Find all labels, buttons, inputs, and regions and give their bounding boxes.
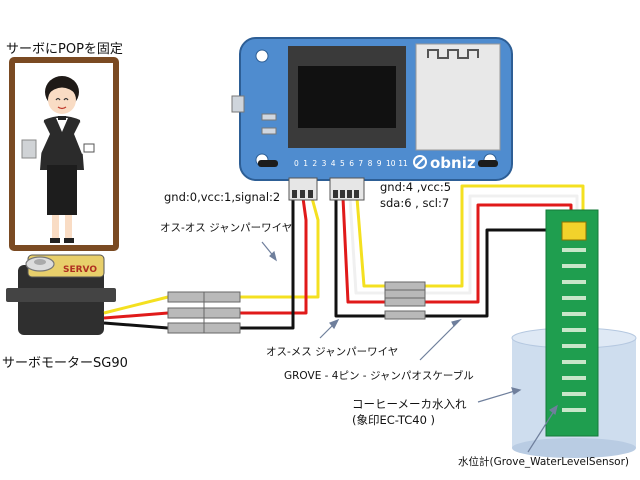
sensor-trace — [562, 360, 586, 364]
grove-cable-label: GROVE - 4ピン - ジャンパオスケーブル — [284, 370, 474, 382]
servo-wires — [103, 197, 320, 330]
sensor-trace — [562, 280, 586, 284]
obniz-pin-number: 8 — [368, 159, 373, 168]
sensor-trace — [562, 248, 586, 252]
jumper-block-male-male — [167, 291, 241, 334]
obniz-pin-number: 0 — [294, 159, 299, 168]
obniz-pin-number: 6 — [349, 159, 354, 168]
obniz-pin-number: 10 — [386, 159, 396, 168]
obniz-pin-number: 3 — [322, 159, 327, 168]
servo-pin-assignment: gnd:0,vcc:1,signal:2 — [164, 190, 281, 204]
callout-arrows — [261, 241, 558, 453]
tank-label-line1: コーヒーメーカ水入れ — [352, 397, 467, 411]
sensor-trace — [562, 312, 586, 316]
sensor-pin-assignment-1: gnd:4 ,vcc:5 — [380, 180, 452, 194]
sensor-trace — [562, 344, 586, 348]
obniz-pin-headers — [288, 177, 365, 201]
obniz-pin-number: 9 — [377, 159, 382, 168]
pop-frame — [9, 57, 119, 251]
sensor-name-label: 水位計(Grove_WaterLevelSensor) — [458, 456, 630, 468]
obniz-pin-number: 4 — [331, 159, 336, 168]
tank-label-line2: (象印EC-TC40 ) — [352, 413, 436, 427]
jumper-block-grove — [384, 281, 426, 320]
obniz-pin-number: 1 — [303, 159, 308, 168]
sensor-trace — [562, 408, 586, 412]
sensor-trace — [562, 392, 586, 396]
obniz-pin-number: 7 — [358, 159, 363, 168]
obniz-pin-number: 11 — [398, 159, 408, 168]
pop-caption: サーボにPOPを固定 — [6, 42, 123, 57]
obniz-pin-number: 2 — [312, 159, 317, 168]
servo-brand-text: SERVO — [63, 265, 97, 275]
waitress-illustration — [21, 76, 95, 243]
sensor-trace — [562, 296, 586, 300]
water-level-sensor — [545, 209, 599, 437]
sensor-trace — [562, 328, 586, 332]
sensor-trace — [562, 264, 586, 268]
servo-motor: SERVO — [6, 254, 116, 335]
sensor-trace — [562, 376, 586, 380]
jumper-male-female-label: オス-メス ジャンパーワイヤ — [266, 346, 399, 358]
jumper-male-male-label: オス-オス ジャンパーワイヤ — [160, 222, 293, 234]
obniz-brand-text: obniz — [430, 154, 476, 172]
obniz-logo-icon — [413, 155, 427, 169]
servo-caption: サーボモーターSG90 — [2, 356, 128, 371]
obniz-pin-number: 5 — [340, 159, 345, 168]
sensor-pin-assignment-2: sda:6 , scl:7 — [380, 196, 450, 210]
